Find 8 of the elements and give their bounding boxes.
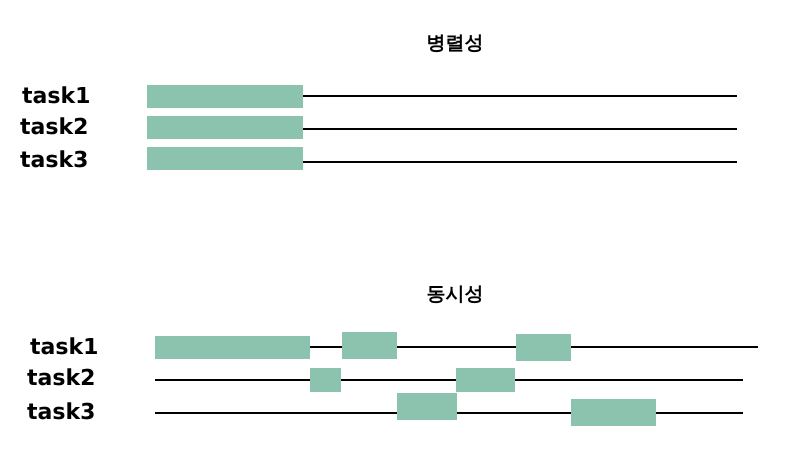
task-label: task1 bbox=[30, 337, 98, 359]
task-label: task2 bbox=[20, 117, 88, 139]
task-label: task1 bbox=[22, 86, 90, 108]
task-label: task3 bbox=[27, 402, 96, 424]
task-label: task2 bbox=[27, 368, 96, 390]
section-heading: 동시성 bbox=[426, 285, 484, 304]
section-heading: 병렬성 bbox=[426, 34, 484, 53]
task-label: task3 bbox=[20, 150, 88, 172]
